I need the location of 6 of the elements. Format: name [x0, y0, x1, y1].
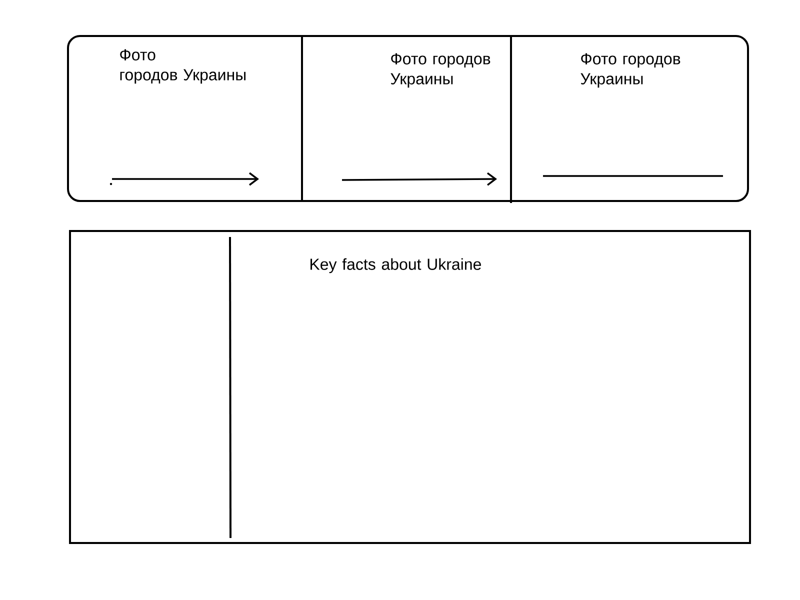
heading-text: Key facts about Ukraine	[310, 258, 481, 274]
content-box	[69, 230, 751, 544]
panel-text: Фото городов Украины	[390, 53, 490, 88]
rounded-frame	[67, 35, 749, 202]
panel-text: Фото городов Украины	[120, 49, 246, 84]
panel-text: Фото городов Украины	[580, 53, 680, 88]
